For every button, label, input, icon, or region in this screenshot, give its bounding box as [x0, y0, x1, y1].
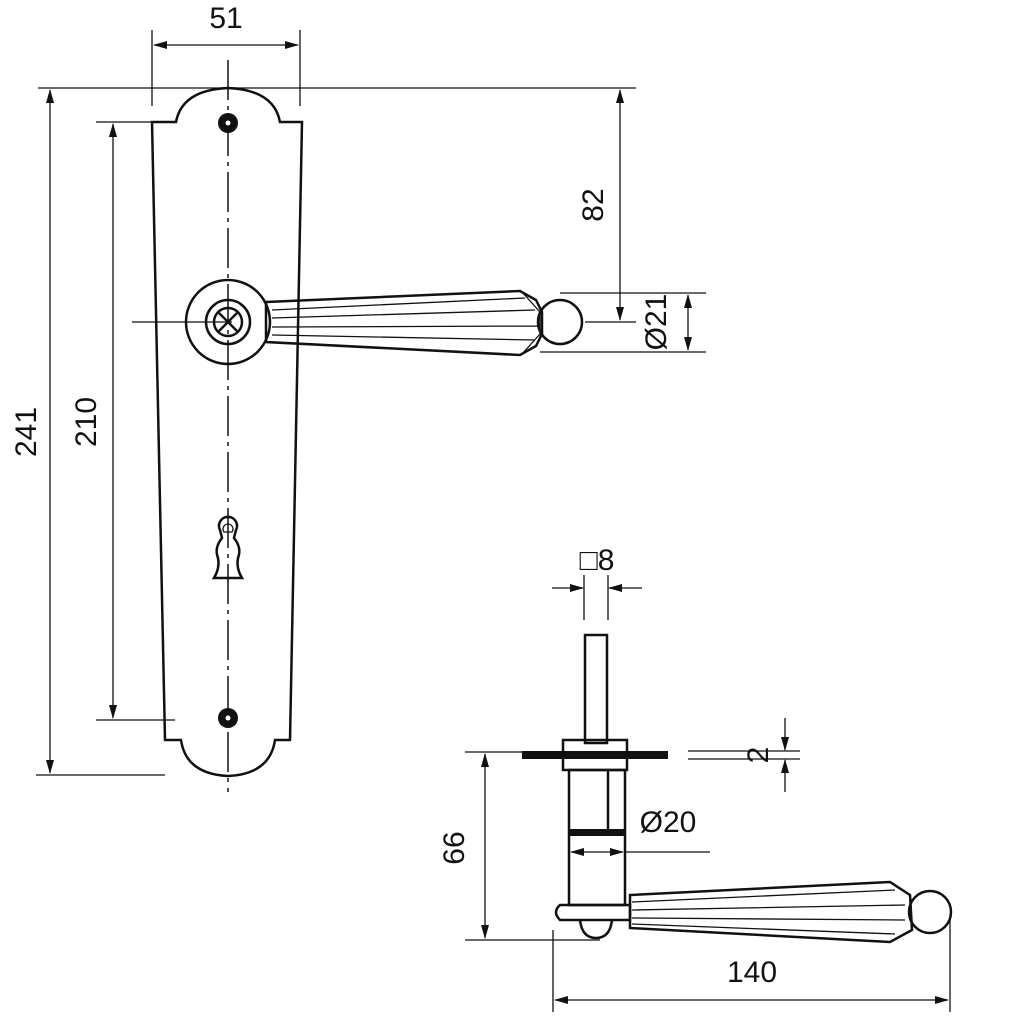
- dim-screw-distance: 210: [70, 397, 103, 447]
- handle-ball: [536, 298, 584, 346]
- dim-plate-thickness: 2: [742, 747, 775, 764]
- front-dimensions: 51 241 210 82 Ø21: [10, 2, 706, 776]
- keyhole: [211, 515, 245, 580]
- dim-handle-length: 140: [727, 956, 777, 989]
- side-dimensions: □8 2 Ø20 66 140: [438, 544, 951, 1012]
- handle-ball-side: [907, 889, 953, 935]
- front-view: [132, 60, 584, 792]
- side-view: [522, 633, 953, 944]
- dim-total-height: 241: [10, 407, 43, 457]
- rose: [184, 278, 272, 366]
- dim-grip-diameter: Ø21: [640, 294, 673, 351]
- backplate: [150, 86, 304, 778]
- dim-plate-width: 51: [209, 2, 242, 35]
- backplate-section: [522, 751, 668, 759]
- dim-rose-diameter: Ø20: [640, 806, 697, 839]
- lever-handle: [264, 289, 544, 357]
- spindle: [583, 633, 609, 745]
- dim-handle-height: 82: [577, 188, 610, 221]
- dim-handle-offset: 66: [438, 831, 471, 864]
- lever-handle-side: [628, 880, 914, 944]
- dim-spindle-square: □8: [580, 544, 615, 577]
